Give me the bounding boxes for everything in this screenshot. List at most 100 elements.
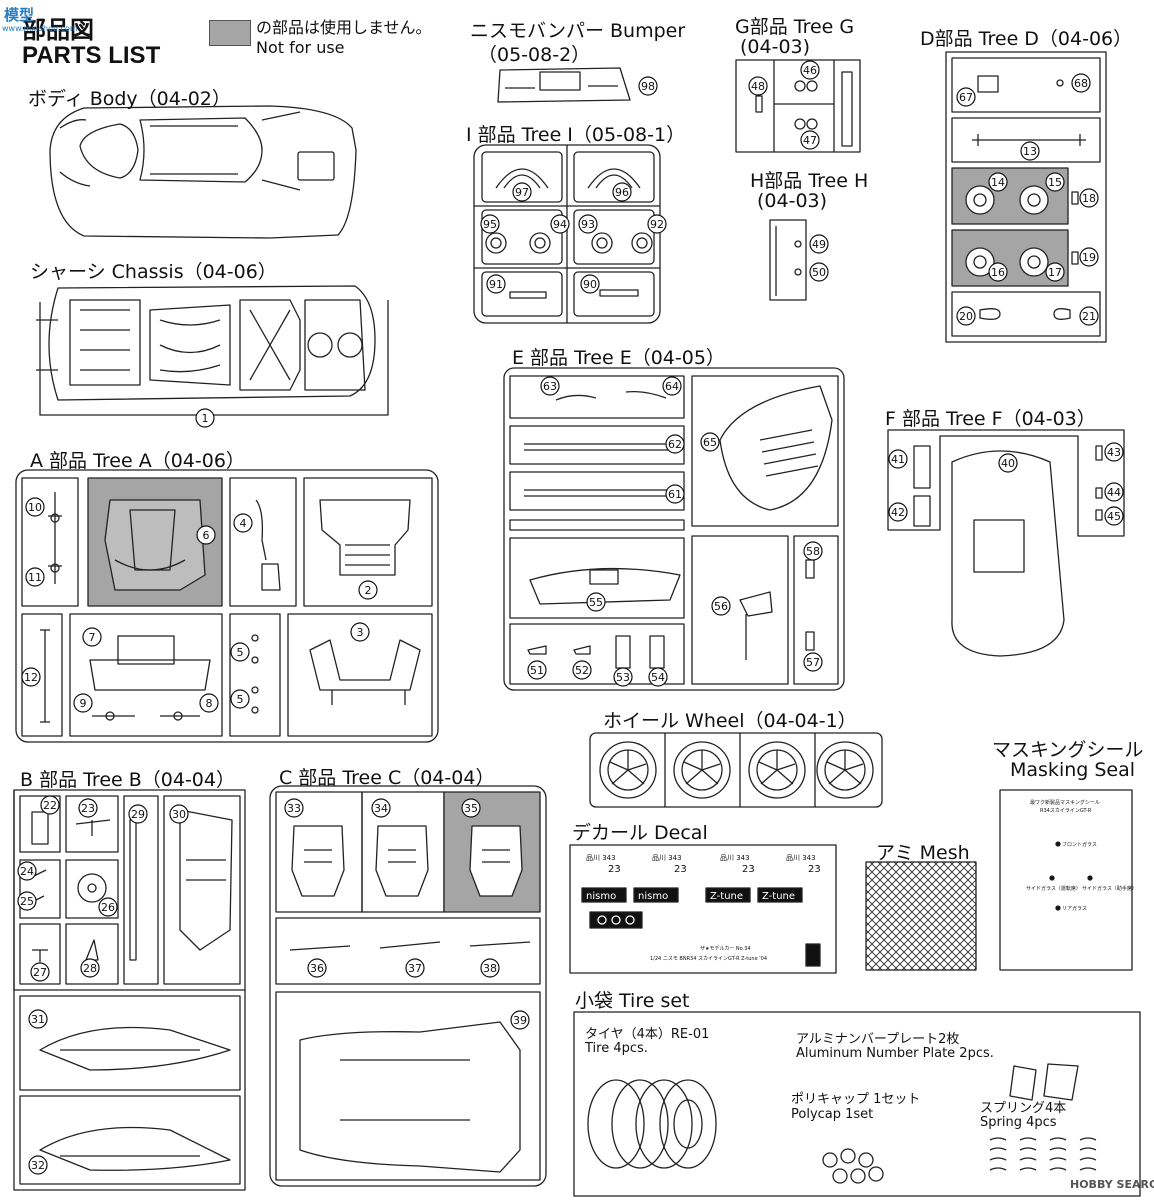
part-number-tree_f-2: 42 — [891, 506, 905, 519]
watermark-hobby-search: HOBBY SEARCH — [1070, 1178, 1154, 1191]
part-number-tree_e-0: 63 — [543, 380, 557, 393]
part-callout-circle — [17, 891, 37, 911]
part-callout-circle — [613, 667, 633, 687]
part-callout-circle — [25, 567, 45, 587]
masking-label-3: サイドガラス（助手席） — [1082, 885, 1137, 892]
section-tree-g-code: (04-03) — [740, 36, 811, 58]
plate-label-en: Aluminum Number Plate 2pcs. — [796, 1046, 994, 1061]
section-bumper: ニスモバンパー Bumper — [470, 20, 686, 42]
part-callout-circle — [748, 76, 768, 96]
part-number-tree_i-4: 93 — [581, 218, 595, 231]
part-callout-circle — [638, 76, 658, 96]
not-for-use-swatch — [209, 20, 251, 46]
masking-label-1: フロントガラス — [1062, 841, 1097, 848]
part-callout-circle — [25, 497, 45, 517]
part-number-tree_g-2: 47 — [803, 134, 817, 147]
masking-title-2: R34スカイラインGT-R — [1040, 808, 1092, 814]
decal-plate-1: 品川 343 — [586, 854, 616, 862]
decal-plate-4: 品川 343 — [786, 854, 816, 862]
part-number-tree_e-12: 54 — [651, 671, 665, 684]
masking-label-2: サイドガラス（運転席） — [1026, 885, 1081, 892]
part-number-tree_f-3: 43 — [1107, 446, 1121, 459]
decal-ztune-1: Z-tune — [710, 891, 743, 902]
section-tree-a: A 部品 Tree A（04-06） — [30, 450, 245, 472]
part-number-tree_i-0: 97 — [515, 186, 529, 199]
tire-label-jp: タイヤ（4本）RE-01 — [585, 1027, 710, 1042]
tree-b-frame — [13, 789, 246, 1191]
part-callout-circle — [665, 434, 685, 454]
section-tree-c: C 部品 Tree C（04-04） — [279, 767, 495, 789]
polycap-label-en: Polycap 1set — [791, 1107, 874, 1122]
part-number-tree_a-4: 2 — [365, 584, 372, 597]
tree-g-frame — [735, 59, 861, 153]
part-number-bumper-0: 98 — [641, 80, 655, 93]
part-callout-circle — [888, 502, 908, 522]
part-number-tree_a-1: 11 — [28, 571, 42, 584]
part-callout-circle — [486, 274, 506, 294]
part-number-tree_f-0: 40 — [1001, 457, 1015, 470]
section-chassis: シャーシ Chassis（04-06） — [30, 261, 277, 283]
part-callout-circle — [40, 795, 60, 815]
part-callout-circle — [998, 453, 1018, 473]
part-number-tree_e-11: 53 — [616, 671, 630, 684]
tree-f-frame — [887, 429, 1125, 657]
part-number-tree_a-2: 6 — [203, 529, 210, 542]
legend-text-en: Not for use — [256, 38, 345, 57]
part-callout-circle — [30, 962, 50, 982]
part-number-tree_e-7: 58 — [806, 545, 820, 558]
part-number-tree_f-5: 45 — [1107, 510, 1121, 523]
part-number-tree_f-4: 44 — [1107, 486, 1121, 499]
section-bumper-code: （05-08-2） — [478, 44, 591, 66]
part-number-tree_a-10: 5 — [237, 693, 244, 706]
section-tree-h: H部品 Tree H — [750, 170, 869, 192]
decal-plate-num-2: 23 — [674, 864, 687, 875]
part-number-tree_a-3: 4 — [240, 517, 247, 530]
spring-label-jp: スプリング4本 — [980, 1101, 1067, 1116]
part-callout-circle — [358, 580, 378, 600]
part-callout-circle — [233, 513, 253, 533]
decal-nismo-2: nismo — [638, 891, 668, 902]
part-callout-circle — [1104, 506, 1124, 526]
part-callout-circle — [1071, 73, 1091, 93]
part-number-tree_b-8: 28 — [83, 962, 97, 975]
part-callout-circle — [1079, 306, 1099, 326]
decal-ztune-2: Z-tune — [762, 891, 795, 902]
part-callout-circle — [80, 958, 100, 978]
part-number-tree_c-4: 37 — [408, 962, 422, 975]
part-callout-circle — [665, 484, 685, 504]
part-callout-circle — [28, 1009, 48, 1029]
part-number-tree_a-5: 12 — [24, 671, 38, 684]
part-number-tree_g-0: 48 — [751, 80, 765, 93]
part-callout-circle — [648, 667, 668, 687]
part-callout-circle — [800, 130, 820, 150]
part-number-tree_e-5: 55 — [589, 596, 603, 609]
masking-seal-sheet — [999, 789, 1133, 971]
part-callout-circle — [662, 376, 682, 396]
part-number-tree_h-1: 50 — [812, 266, 826, 279]
part-callout-circle — [572, 660, 592, 680]
part-callout-circle — [1045, 172, 1065, 192]
part-number-tree_b-10: 32 — [31, 1159, 45, 1172]
part-number-tree_d-9: 20 — [959, 310, 973, 323]
decal-footer-2: 1/24 ニスモ BNR34 スカイラインGT-R Z-tune '04 — [650, 956, 767, 962]
part-number-tree_b-0: 22 — [43, 799, 57, 812]
part-number-tree_b-1: 23 — [81, 802, 95, 815]
part-callout-circle — [1020, 141, 1040, 161]
tire-label-en: Tire 4pcs. — [585, 1041, 648, 1056]
part-number-tree_d-1: 68 — [1074, 77, 1088, 90]
part-callout-circle — [711, 596, 731, 616]
part-callout-circle — [371, 798, 391, 818]
tree-h-frame — [769, 219, 807, 301]
part-callout-circle — [888, 449, 908, 469]
section-tree-d: D部品 Tree D（04-06） — [920, 28, 1133, 50]
part-number-tree_e-4: 65 — [703, 436, 717, 449]
part-number-tree_a-7: 9 — [80, 697, 87, 710]
part-callout-circle — [98, 897, 118, 917]
part-callout-circle — [196, 525, 216, 545]
part-number-tree_e-9: 51 — [530, 664, 544, 677]
part-callout-circle — [580, 274, 600, 294]
part-number-tree_c-2: 35 — [464, 802, 478, 815]
part-number-tree_c-6: 39 — [513, 1014, 527, 1027]
part-number-tree_b-9: 31 — [31, 1013, 45, 1026]
decal-plate-2: 品川 343 — [652, 854, 682, 862]
